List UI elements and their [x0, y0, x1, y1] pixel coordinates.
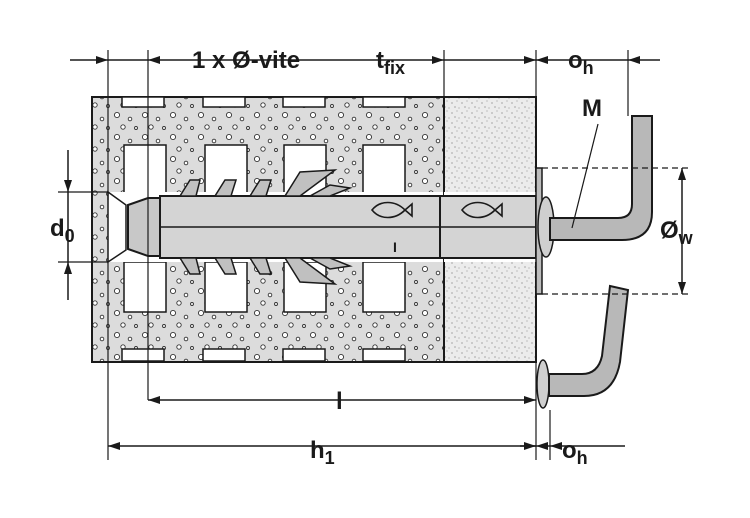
ow-label: Øw [660, 217, 694, 248]
oh-top-label: oh [568, 47, 594, 78]
ow-sub: w [678, 228, 694, 248]
i-small-label: I [393, 239, 397, 255]
wall-plug [127, 167, 555, 295]
t-fix-label: tfix [376, 47, 405, 78]
ow-main: Ø [660, 217, 679, 244]
dimension-lines [58, 50, 692, 460]
d0-sub: 0 [65, 226, 75, 246]
t-fix-sub: fix [384, 58, 405, 78]
h1-sub: 1 [325, 448, 335, 468]
h1-main: h [310, 437, 325, 464]
l-label: l [336, 388, 343, 415]
h1-label: h1 [310, 437, 335, 468]
oh-bottom-label: oh [562, 437, 588, 468]
hook-screw [549, 115, 653, 241]
t-fix-main: t [376, 47, 384, 74]
fish-logo-icon [370, 201, 413, 219]
loose-hook-screw [536, 284, 630, 409]
oh-bottom-main: o [562, 437, 577, 464]
oh-top-sub: h [583, 58, 594, 78]
m-label: M [582, 95, 602, 122]
d0-label: d0 [50, 215, 75, 246]
oh-bottom-sub: h [577, 448, 588, 468]
oh-top-main: o [568, 47, 583, 74]
screw-length-label: 1 x Ø-vite [192, 47, 300, 74]
d0-main: d [50, 215, 65, 242]
fish-logo-icon [460, 201, 503, 219]
